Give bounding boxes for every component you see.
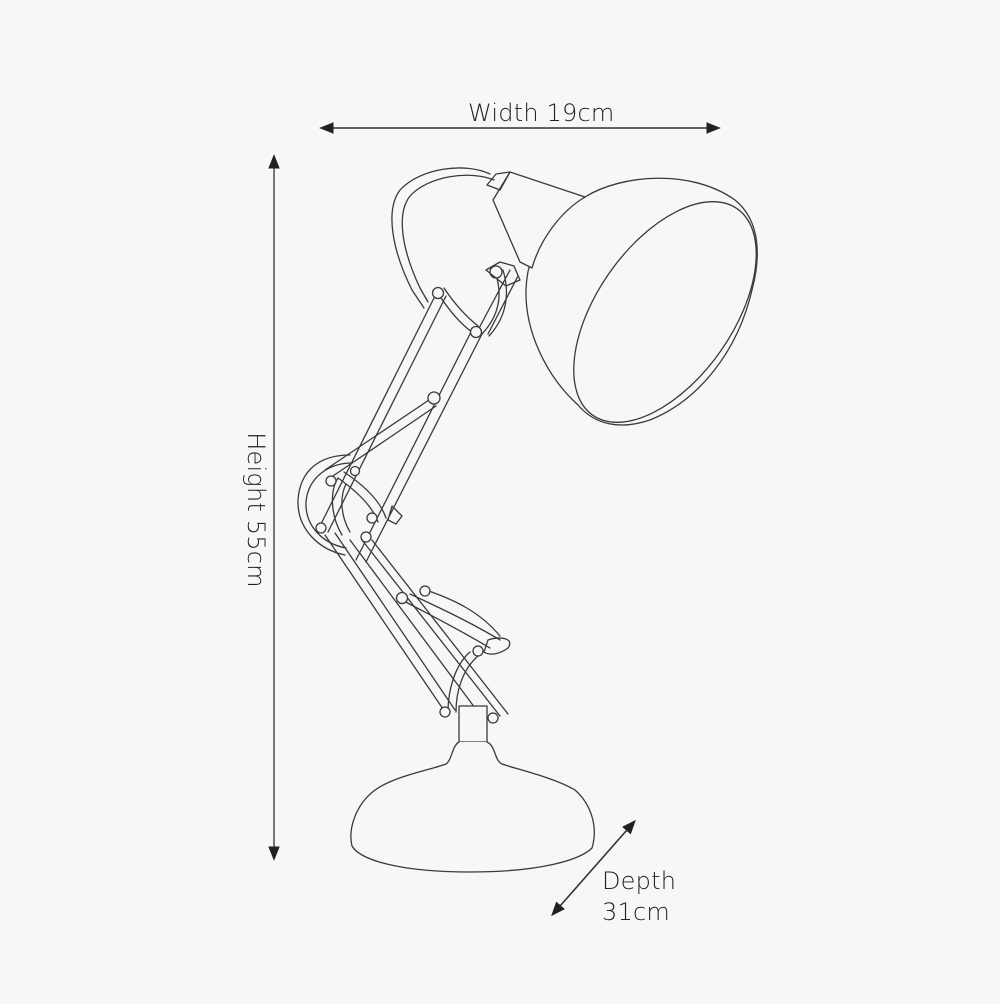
shade-neck (487, 172, 585, 268)
spring-joint (298, 455, 402, 555)
lamp-base (351, 742, 594, 872)
depth-label-title: Depth (602, 867, 677, 895)
lower-arm (325, 533, 510, 723)
depth-label: Depth 31cm (602, 866, 676, 928)
upper-spring-loop (392, 168, 494, 308)
height-label: Height 55cm (242, 432, 270, 588)
depth-label-value: 31cm (602, 898, 670, 926)
width-label: Width 19cm (468, 99, 615, 127)
depth-arrow (551, 819, 636, 917)
upper-arm (318, 262, 520, 562)
base-collar (459, 706, 487, 744)
lamp-shade (526, 170, 793, 454)
